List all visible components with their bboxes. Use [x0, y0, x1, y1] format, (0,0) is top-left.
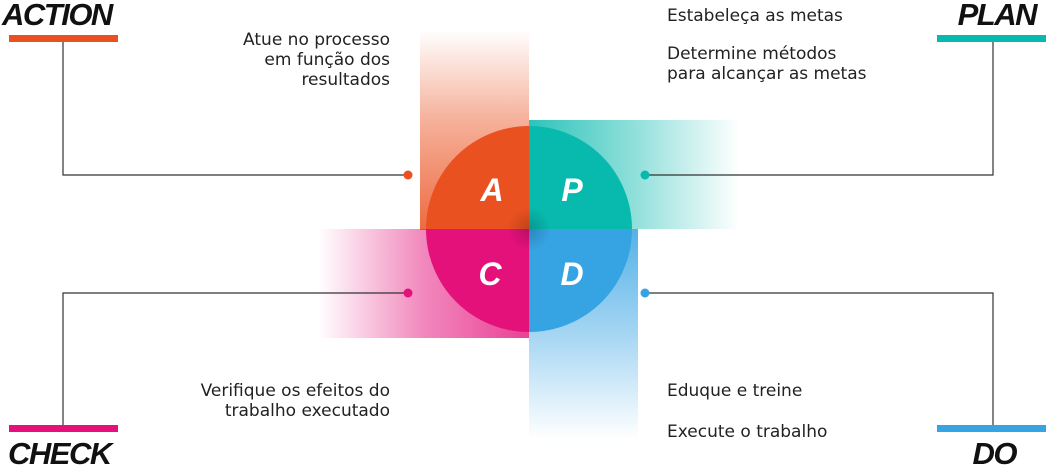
action-bar [9, 35, 118, 42]
plan-title: PLAN [957, 0, 1038, 32]
plan-connector [645, 42, 994, 176]
action-line-2: em função dos [264, 50, 390, 70]
plan-item-2: Determine métodos [667, 44, 837, 64]
action-quadrant [426, 126, 529, 229]
do-item-2: Execute o trabalho [667, 422, 828, 442]
action-letter: A [479, 172, 503, 208]
check-letter: C [478, 256, 502, 292]
check-title: CHECK [8, 436, 112, 471]
action-line-1: Atue no processo [243, 30, 390, 50]
plan-description: Determine métodos para alcançar as metas [667, 44, 867, 84]
action-description: Atue no processo em função dos resultado… [243, 30, 390, 90]
do-dot [640, 288, 650, 298]
action-title: ACTION [2, 0, 113, 32]
do-quadrant [529, 229, 632, 332]
do-connector [645, 292, 994, 427]
check-description: Verifique os efeitos do trabalho executa… [201, 381, 390, 421]
plan-bar [937, 35, 1046, 42]
plan-quadrant [529, 126, 632, 229]
action-dot [403, 170, 413, 180]
check-bar [9, 425, 118, 432]
center-shade [507, 207, 551, 251]
do-bar [937, 425, 1046, 432]
plan-item-3: para alcançar as metas [667, 64, 867, 84]
check-dot [403, 288, 413, 298]
do-letter: D [560, 256, 583, 292]
check-line-2: trabalho executado [224, 401, 390, 421]
plan-letter: P [561, 172, 583, 208]
do-item-1: Eduque e treine [667, 381, 803, 401]
plan-item-1: Estabeleça as metas [667, 6, 843, 26]
do-title: DO [972, 436, 1018, 471]
check-line-1: Verifique os efeitos do [200, 381, 390, 401]
action-connector [62, 42, 408, 176]
check-connector [62, 292, 408, 427]
action-line-3: resultados [301, 70, 390, 90]
check-quadrant [426, 229, 529, 332]
plan-dot [640, 170, 650, 180]
